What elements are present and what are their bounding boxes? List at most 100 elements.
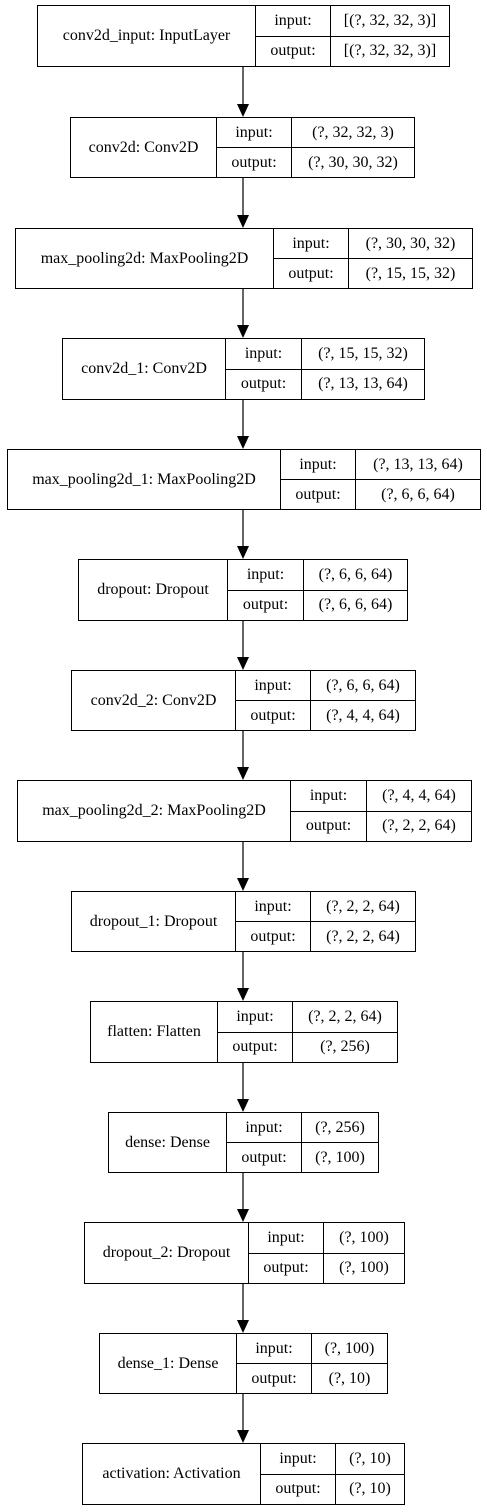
edge-arrow [237, 1173, 249, 1222]
output-label: output: [263, 1259, 309, 1277]
input-shape: (?, 10) [336, 1444, 404, 1475]
io-shapes: (?, 256) (?, 100) [302, 1113, 378, 1172]
output-shape: (?, 10) [349, 1480, 391, 1498]
input-shape: (?, 13, 13, 64) [356, 450, 480, 480]
input-label: input: [218, 1002, 292, 1033]
edge-arrow [237, 510, 249, 559]
input-shape: (?, 2, 2, 64) [293, 1002, 397, 1033]
output-label: output: [270, 42, 316, 60]
output-label: output: [275, 1480, 321, 1498]
io-shapes: (?, 2, 2, 64) (?, 2, 2, 64) [311, 892, 415, 951]
io-labels: input: output: [236, 892, 311, 951]
io-labels: input: output: [218, 1002, 293, 1062]
output-shape: (?, 4, 4, 64) [326, 706, 400, 724]
input-label: input: [227, 1113, 301, 1143]
input-label: input: [261, 1444, 335, 1475]
io-shapes: (?, 4, 4, 64)(?, 2, 2, 64) [367, 781, 471, 841]
output-shape: (?, 10) [328, 1369, 371, 1387]
io-labels: input: output: [281, 450, 356, 509]
edge-arrow [237, 1063, 249, 1112]
layer-name: activation: Activation [83, 1444, 261, 1504]
output-shape: (?, 6, 6, 64) [381, 485, 455, 503]
output-shape: (?, 13, 13, 64) [318, 375, 408, 393]
output-label: output: [288, 264, 334, 282]
output-shape: (?, 30, 30, 32) [308, 153, 398, 171]
layer-name: dense_1: Dense [100, 1334, 237, 1393]
edge-arrow [237, 178, 249, 228]
input-label: input: [256, 6, 330, 37]
io-labels: input:output: [274, 229, 349, 288]
input-label: input: [237, 1334, 311, 1364]
input-label: input: [281, 450, 355, 480]
output-shape: (?, 6, 6, 64) [318, 596, 393, 614]
input-shape: (?, 2, 2, 64) [311, 892, 415, 922]
output-label: output: [305, 817, 352, 835]
output-label: output: [241, 1148, 287, 1166]
io-shapes: (?, 100)(?, 100) [324, 1223, 404, 1283]
input-shape: (?, 6, 6, 64) [311, 671, 415, 701]
input-shape: (?, 100) [312, 1334, 387, 1364]
edge-arrow [237, 731, 249, 780]
layer-name: dense: Dense [109, 1113, 227, 1172]
layer-name: max_pooling2d_1: MaxPooling2D [8, 450, 281, 509]
io-labels: input: output: [228, 560, 304, 620]
io-shapes: (?, 13, 13, 64) (?, 6, 6, 64) [356, 450, 480, 509]
layer-name: max_pooling2d_2: MaxPooling2D [18, 781, 291, 841]
layer-name: flatten: Flatten [91, 1002, 218, 1062]
input-shape: (?, 256) [302, 1113, 378, 1143]
output-label: output: [231, 153, 277, 171]
output-shape: (?, 256) [320, 1038, 370, 1056]
layer-name: dropout: Dropout [79, 560, 228, 620]
io-shapes: [(?, 32, 32, 3)][(?, 32, 32, 3)] [331, 6, 449, 66]
output-label: output: [232, 1038, 278, 1056]
io-labels: input:output: [249, 1223, 324, 1283]
io-shapes: (?, 15, 15, 32) (?, 13, 13, 64) [302, 339, 424, 399]
output-label: output: [242, 596, 289, 614]
edge-arrow [237, 1284, 249, 1333]
edge-arrow [237, 952, 249, 1001]
io-shapes: (?, 6, 6, 64) (?, 4, 4, 64) [311, 671, 415, 730]
layer-name: conv2d_1: Conv2D [63, 339, 226, 399]
input-label: input: [236, 671, 310, 701]
io-labels: input: output: [217, 118, 292, 177]
edge-arrow [237, 400, 249, 449]
input-shape: [(?, 32, 32, 3)] [331, 6, 449, 37]
input-shape: (?, 15, 15, 32) [302, 339, 424, 370]
io-shapes: (?, 10) (?, 10) [336, 1444, 404, 1504]
io-labels: input:output: [236, 671, 311, 730]
output-label: output: [295, 485, 341, 503]
input-label: input: [291, 781, 366, 812]
layer-name: max_pooling2d: MaxPooling2D [16, 229, 274, 288]
input-label: input: [217, 118, 291, 148]
input-shape: (?, 32, 32, 3) [292, 118, 414, 148]
input-label: input: [236, 892, 310, 922]
layer-name: conv2d_input: InputLayer [38, 6, 256, 66]
layer-name: conv2d_2: Conv2D [72, 671, 236, 730]
output-shape: (?, 100) [315, 1148, 365, 1166]
io-labels: input: output: [256, 6, 331, 66]
output-shape: (?, 2, 2, 64) [326, 927, 400, 945]
output-shape: (?, 100) [339, 1259, 389, 1277]
layer-name: conv2d: Conv2D [71, 118, 217, 177]
output-label: output: [250, 927, 296, 945]
io-shapes: (?, 6, 6, 64)(?, 6, 6, 64) [304, 560, 407, 620]
io-shapes: (?, 2, 2, 64) (?, 256) [293, 1002, 397, 1062]
input-label: input: [228, 560, 303, 591]
edge-arrow [237, 67, 249, 117]
layer-name: dropout_2: Dropout [85, 1223, 249, 1283]
output-label: output: [240, 375, 287, 393]
edge-arrow [237, 842, 249, 891]
edge-arrow [237, 621, 249, 670]
